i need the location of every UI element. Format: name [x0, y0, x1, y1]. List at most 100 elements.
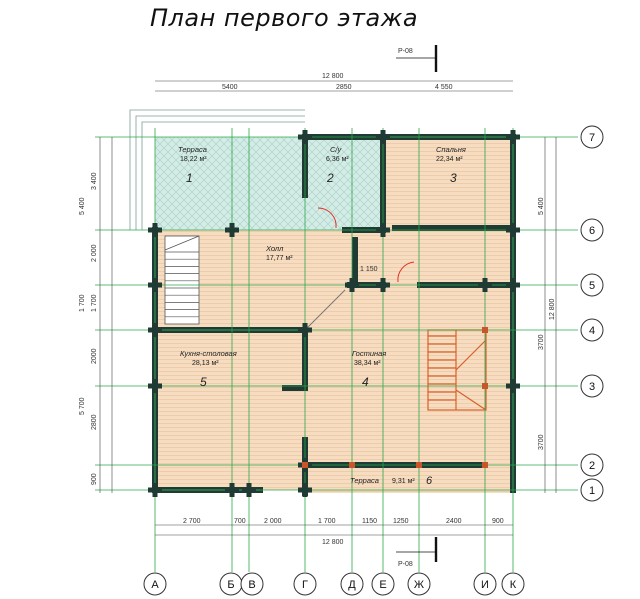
axis-bubble-number: 5 [580, 273, 604, 297]
grid-axes [95, 128, 578, 572]
axis-bubble-letter: Б [219, 572, 243, 596]
hall-area: 17,77 м² [266, 255, 293, 262]
bedroom-area: 22,34 м² [436, 156, 463, 163]
axis-number-label: 5 [589, 280, 595, 292]
terrace-top-area: 18,22 м² [180, 156, 207, 163]
axis-number-label: 2 [589, 460, 595, 472]
axis-bubble-letter: А [143, 572, 167, 596]
axis-letter-label: Г [302, 579, 308, 591]
living-num: 4 [362, 375, 369, 389]
axis-bubble-number: 6 [580, 218, 604, 242]
floor-fills [155, 137, 515, 493]
overall-width-bottom: 12 800 [322, 539, 344, 546]
bottom-dim-4: 1 700 [318, 518, 336, 525]
right-dim-1: 5 400 [538, 197, 545, 215]
bottom-dim-7: 2400 [446, 518, 462, 525]
axis-letter-label: К [510, 579, 517, 591]
section-mark-top: Р-08 [398, 48, 413, 55]
terrace-bottom-area: 9,31 м² [392, 478, 415, 485]
wc-area: 6,36 м² [326, 156, 349, 163]
page-title: План первого этажа [150, 4, 419, 32]
top-dim-2: 2850 [336, 84, 352, 91]
terrace-top-floor [155, 137, 305, 230]
left-dim-8: 2800 [91, 414, 98, 430]
left-dim-2: 5 400 [79, 197, 86, 215]
wc-name: С/у [330, 145, 343, 154]
axis-bubble-letter: К [501, 572, 525, 596]
axis-bubble-letter: И [473, 572, 497, 596]
axis-letter-label: И [481, 579, 489, 591]
left-dim-1: 3 400 [91, 172, 98, 190]
terrace-bottom-floor [305, 465, 515, 493]
kitchen-floor [155, 330, 305, 490]
axis-number-label: 1 [589, 485, 595, 497]
axis-letter-label: А [151, 579, 159, 591]
bedroom-num: 3 [450, 171, 457, 185]
stairs-outline [164, 235, 200, 325]
top-dim-1: 5400 [222, 84, 238, 91]
axis-bubble-letter: Г [293, 572, 317, 596]
terrace-railing [129, 109, 305, 230]
room-labels: Терраса 18,22 м² 1 С/у 6,36 м² 2 Спальня… [178, 145, 466, 487]
axis-letter-label: Е [379, 579, 386, 591]
axis-number-label: 6 [589, 225, 595, 237]
axis-bubble-letter: Ж [407, 572, 431, 596]
wall-junctions [148, 130, 520, 497]
hall-opening [304, 289, 346, 331]
terrace-bottom-name: Терраса [350, 476, 379, 485]
bottom-dim-3: 2 000 [264, 518, 282, 525]
axis-bubble-number: 2 [580, 453, 604, 477]
section-marks: Р-08 Р-08 [396, 45, 438, 568]
axis-bubble-number: 4 [580, 318, 604, 342]
left-dim-9: 900 [91, 473, 98, 485]
axis-bubble-number: 7 [580, 125, 604, 149]
axis-bubbles: А Б В Г Д Е Ж И К 1 2 3 4 5 6 7 [143, 125, 604, 596]
bedroom-name: Спальня [436, 145, 466, 154]
section-mark-bottom: Р-08 [398, 561, 413, 568]
left-dim-4: 1 700 [91, 294, 98, 312]
axis-number-label: 4 [589, 325, 595, 337]
terrace-top-num: 1 [186, 171, 193, 185]
door-dim: 1 150 [360, 266, 378, 273]
left-dim-5: 1 700 [79, 294, 86, 312]
right-dim-2: 12 800 [549, 298, 556, 320]
kitchen-name: Кухня-столовая [180, 349, 237, 358]
top-dim-3: 4 550 [435, 84, 453, 91]
terrace-bottom-num: 6 [426, 475, 433, 487]
hall-name: Холл [265, 244, 284, 253]
stairs [164, 235, 200, 325]
axis-letter-label: В [248, 579, 255, 591]
wc-num: 2 [326, 171, 334, 185]
left-dim-3: 2 000 [91, 244, 98, 262]
dimension-lines [99, 80, 557, 536]
axis-letter-label: Д [348, 579, 356, 591]
doors [317, 207, 415, 283]
overall-width-top: 12 800 [322, 73, 344, 80]
living-area: 38,34 м² [354, 360, 381, 367]
axis-letter-label: Б [227, 579, 234, 591]
axis-bubble-letter: Е [371, 572, 395, 596]
axis-bubble-letter: В [240, 572, 264, 596]
wc-floor [305, 137, 383, 230]
bottom-dim-6: 1250 [393, 518, 409, 525]
kitchen-area: 28,13 м² [192, 360, 219, 367]
bottom-dim-5: 1150 [362, 518, 377, 525]
living-name: Гостиная [352, 349, 386, 358]
bedroom-floor [383, 137, 513, 285]
axis-bubble-number: 3 [580, 374, 604, 398]
living-floor [305, 285, 513, 465]
dimension-texts: 12 800 5400 2850 4 550 2 700 700 2 000 1… [79, 73, 556, 546]
terrace-top-name: Терраса [178, 145, 207, 154]
axis-bubble-letter: Д [340, 572, 364, 596]
left-dim-6: 2000 [91, 348, 98, 364]
bottom-dim-8: 900 [492, 518, 504, 525]
axis-bubble-number: 1 [580, 478, 604, 502]
living-stair [427, 329, 487, 411]
right-dim-4: 3700 [538, 434, 545, 450]
bottom-dim-2: 700 [234, 518, 246, 525]
left-dim-7: 5 700 [79, 397, 86, 415]
axis-letter-label: Ж [414, 579, 424, 591]
right-dim-3: 3700 [538, 334, 545, 350]
